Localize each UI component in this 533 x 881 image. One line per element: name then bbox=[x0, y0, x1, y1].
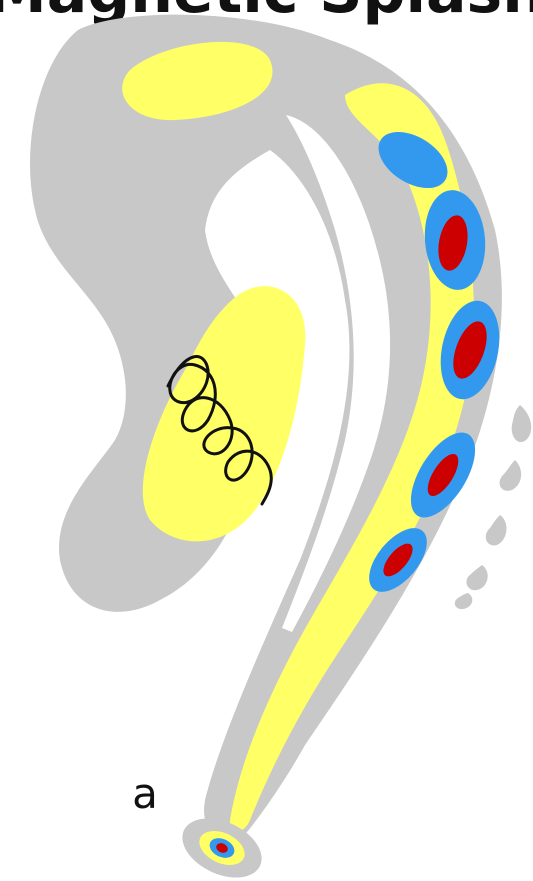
droplet-4 bbox=[466, 565, 487, 590]
droplet-3 bbox=[486, 515, 507, 545]
droplet-1 bbox=[512, 405, 532, 442]
label-a: a bbox=[132, 769, 158, 818]
droplet-5 bbox=[455, 593, 472, 609]
droplet-2 bbox=[500, 460, 522, 491]
